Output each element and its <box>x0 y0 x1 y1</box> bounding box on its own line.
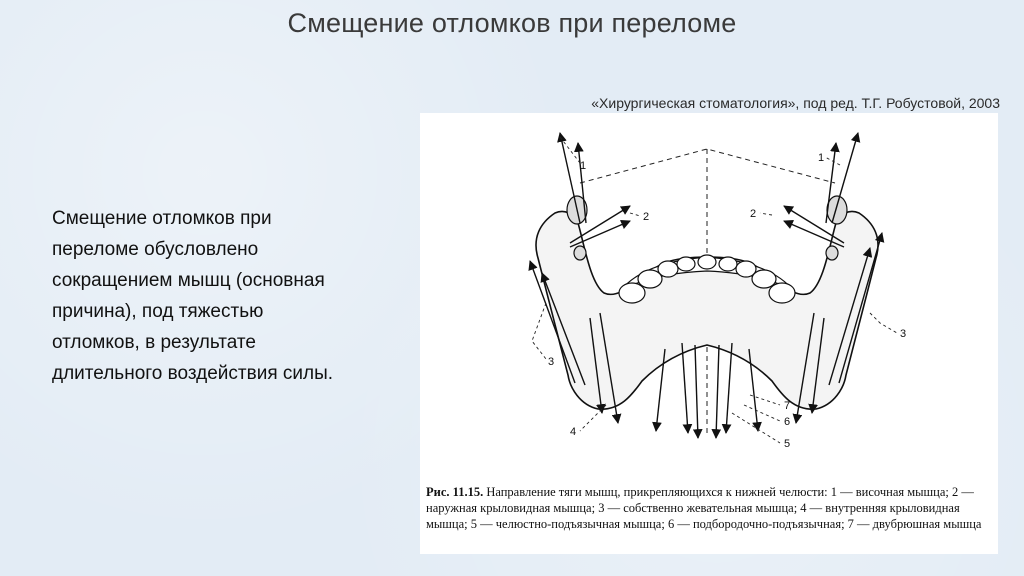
label-7: 7 <box>784 400 790 412</box>
label-leaders <box>531 136 898 444</box>
muscle-labels: 1 1 2 2 3 3 4 7 6 5 <box>548 152 906 450</box>
source-citation: «Хирургическая стоматология», под ред. Т… <box>591 95 1000 111</box>
label-3-left: 3 <box>548 356 554 368</box>
label-5: 5 <box>784 438 790 450</box>
caption-text: Направление тяги мышц, прикрепляющихся к… <box>426 485 982 531</box>
slide-title: Смещение отломков при переломе <box>287 8 737 38</box>
label-1-right: 1 <box>818 152 824 164</box>
figure-jaw-muscles: 1 1 2 2 3 3 4 7 6 5 Рис. 11.15. Направле… <box>420 113 998 554</box>
dashed-reference-lines <box>579 148 836 433</box>
condyles <box>566 195 848 261</box>
jaw-illustration: 1 1 2 2 3 3 4 7 6 5 <box>528 132 906 450</box>
label-2-left: 2 <box>643 211 649 223</box>
figure-caption: Рис. 11.15. Направление тяги мышц, прикр… <box>426 484 994 532</box>
muscle-arrows <box>528 132 885 439</box>
caption-label: Рис. 11.15. <box>426 485 484 499</box>
label-6: 6 <box>784 416 790 428</box>
teeth-row <box>618 254 796 304</box>
label-1-left: 1 <box>580 160 586 172</box>
label-3-right: 3 <box>900 328 906 340</box>
label-4: 4 <box>570 426 576 438</box>
body-text: Смещение отломков при переломе обусловле… <box>52 208 334 384</box>
label-2-right: 2 <box>750 208 756 220</box>
